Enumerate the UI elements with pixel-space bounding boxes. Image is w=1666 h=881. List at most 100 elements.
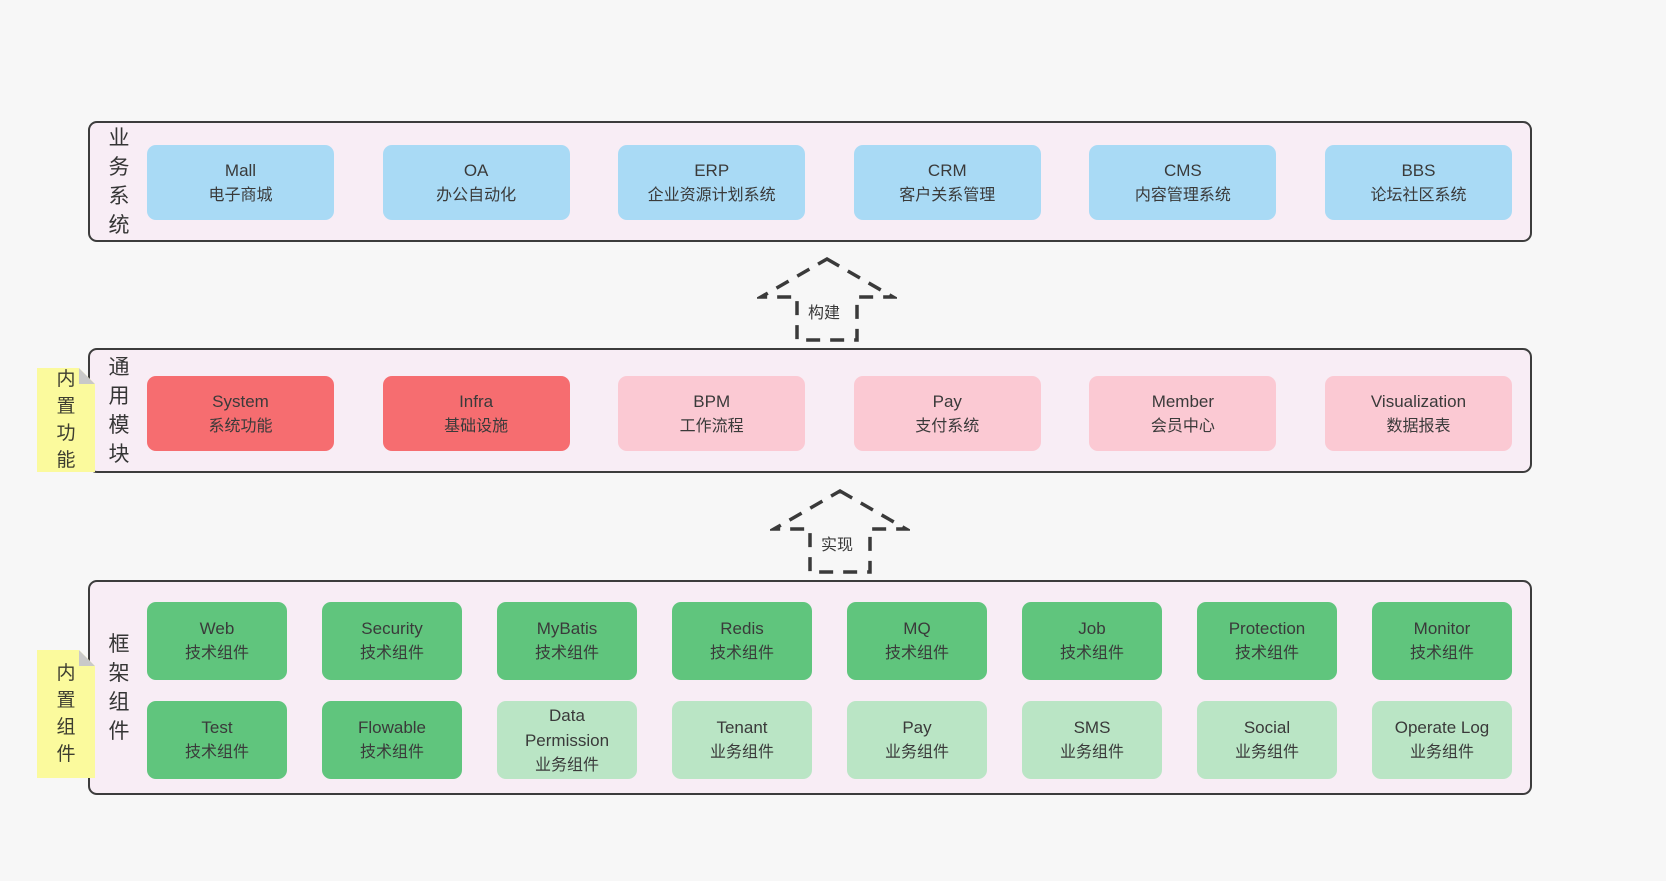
box-title: System <box>212 391 269 411</box>
box-subtitle: 技术组件 <box>709 645 774 662</box>
box-visualization: Visualization 数据报表 <box>1324 376 1512 451</box>
box-title: Test <box>201 718 233 737</box>
box-pay-component: Pay 业务组件 <box>847 701 987 779</box>
box-operate-log: Operate Log 业务组件 <box>1372 701 1512 779</box>
box-subtitle: 论坛社区系统 <box>1370 186 1467 204</box>
box-subtitle: 数据报表 <box>1386 417 1451 435</box>
box-subtitle: 企业资源计划系统 <box>647 186 776 204</box>
box-monitor: Monitor 技术组件 <box>1372 602 1512 680</box>
box-subtitle: 技术组件 <box>1059 645 1124 662</box>
box-title: Protection <box>1228 619 1306 638</box>
box-mall: Mall 电子商城 <box>147 145 334 220</box>
box-title: Visualization <box>1370 391 1467 411</box>
panel-business-systems: 业务系统 Mall 电子商城 OA 办公自动化 ERP 企业资源计划系统 CRM… <box>88 121 1532 242</box>
folded-corner-icon <box>79 368 95 384</box>
panel-label-business-systems: 业务系统 <box>108 126 130 237</box>
box-subtitle: 技术组件 <box>184 645 249 662</box>
box-subtitle: 技术组件 <box>359 744 424 761</box>
sticky-note-text: 内置功能 <box>56 369 76 471</box>
box-subtitle: 办公自动化 <box>436 186 517 204</box>
box-subtitle: 技术组件 <box>1234 645 1299 662</box>
box-tenant: Tenant 业务组件 <box>672 701 812 779</box>
box-subtitle: 业务组件 <box>534 756 599 774</box>
implement-arrow-label: 实现 <box>817 531 856 555</box>
modules-boxes-row: System 系统功能 Infra 基础设施 BPM 工作流程 Pay 支付系统… <box>147 376 1512 451</box>
box-subtitle: 电子商城 <box>208 186 273 204</box>
box-pay-system: Pay 支付系统 <box>853 376 1041 451</box>
box-title: CMS <box>1163 160 1202 180</box>
box-title: Pay <box>902 718 932 737</box>
box-title: Job <box>1078 619 1106 638</box>
sticky-note-builtin-features: 内置功能 <box>37 368 95 472</box>
box-title: Web <box>199 619 235 638</box>
box-subtitle: 工作流程 <box>679 417 744 435</box>
box-title: BPM <box>693 391 731 411</box>
box-bpm: BPM 工作流程 <box>618 376 806 451</box>
box-subtitle: 技术组件 <box>1409 645 1474 662</box>
box-subtitle: 业务组件 <box>709 744 774 761</box>
box-erp: ERP 企业资源计划系统 <box>618 145 806 220</box>
box-subtitle: 业务组件 <box>884 744 949 761</box>
box-title: BBS <box>1401 160 1436 180</box>
box-title: Mall <box>224 160 257 180</box>
box-title: MyBatis <box>536 619 598 638</box>
box-subtitle: 会员中心 <box>1150 417 1215 435</box>
box-title: Operate Log <box>1394 718 1490 737</box>
box-subtitle: 技术组件 <box>884 645 949 662</box>
box-title: Monitor <box>1413 619 1471 638</box>
box-system: System 系统功能 <box>147 376 334 451</box>
box-title: ERP <box>694 160 730 180</box>
box-title: CRM <box>927 160 967 180</box>
box-subtitle: 业务组件 <box>1234 744 1299 761</box>
box-mybatis: MyBatis 技术组件 <box>497 602 637 680</box>
box-oa: OA 办公自动化 <box>382 145 570 220</box>
box-cms: CMS 内容管理系统 <box>1089 145 1277 220</box>
panel-common-modules: 通用模块 System 系统功能 Infra 基础设施 BPM 工作流程 Pay… <box>88 348 1532 473</box>
box-social: Social 业务组件 <box>1197 701 1337 779</box>
sticky-note-builtin-components: 内置组件 <box>37 650 95 778</box>
box-bbs: BBS 论坛社区系统 <box>1324 145 1512 220</box>
framework-row-2: Test 技术组件 Flowable 技术组件 Data Permission … <box>147 701 1512 779</box>
box-subtitle: 支付系统 <box>915 417 980 435</box>
box-subtitle: 技术组件 <box>534 645 599 662</box>
box-title: SMS <box>1073 718 1111 737</box>
box-title: Redis <box>720 619 764 638</box>
build-arrow-label: 构建 <box>804 299 843 323</box>
box-web: Web 技术组件 <box>147 602 287 680</box>
box-title: MQ <box>903 619 931 638</box>
folded-corner-icon <box>79 650 95 666</box>
box-test: Test 技术组件 <box>147 701 287 779</box>
box-subtitle: 业务组件 <box>1059 744 1124 761</box>
box-security: Security 技术组件 <box>322 602 462 680</box>
framework-row-1: Web 技术组件 Security 技术组件 MyBatis 技术组件 Redi… <box>147 602 1512 680</box>
box-subtitle: 基础设施 <box>444 417 509 435</box>
box-flowable: Flowable 技术组件 <box>322 701 462 779</box>
box-title: Infra <box>459 391 494 411</box>
box-subtitle: 技术组件 <box>359 645 424 662</box>
box-job: Job 技术组件 <box>1022 602 1162 680</box>
box-data-permission: Data Permission 业务组件 <box>497 701 637 779</box>
panel-framework-components: 框架组件 Web 技术组件 Security 技术组件 MyBatis 技术组件… <box>88 580 1532 795</box>
panel-label-common-modules: 通用模块 <box>108 355 130 466</box>
box-subtitle: 系统功能 <box>208 417 273 435</box>
box-title: Flowable <box>357 718 427 737</box>
box-redis: Redis 技术组件 <box>672 602 812 680</box>
box-title: Tenant <box>716 718 768 737</box>
box-infra: Infra 基础设施 <box>382 376 570 451</box>
box-title: OA <box>463 160 489 180</box>
box-title: Pay <box>932 391 962 411</box>
box-protection: Protection 技术组件 <box>1197 602 1337 680</box>
box-title: Member <box>1151 391 1215 411</box>
box-subtitle: 技术组件 <box>184 744 249 761</box>
panel-label-framework-components: 框架组件 <box>108 632 130 743</box>
business-boxes-row: Mall 电子商城 OA 办公自动化 ERP 企业资源计划系统 CRM 客户关系… <box>147 145 1512 220</box>
box-member: Member 会员中心 <box>1089 376 1277 451</box>
build-arrow: 构建 <box>757 255 897 343</box>
box-subtitle: 业务组件 <box>1409 744 1474 761</box>
sticky-note-text: 内置组件 <box>56 663 76 765</box>
box-mq: MQ 技术组件 <box>847 602 987 680</box>
box-title: Data Permission <box>524 705 610 750</box>
box-title: Security <box>361 619 423 638</box>
box-subtitle: 内容管理系统 <box>1134 186 1231 204</box>
box-title: Social <box>1243 718 1291 737</box>
